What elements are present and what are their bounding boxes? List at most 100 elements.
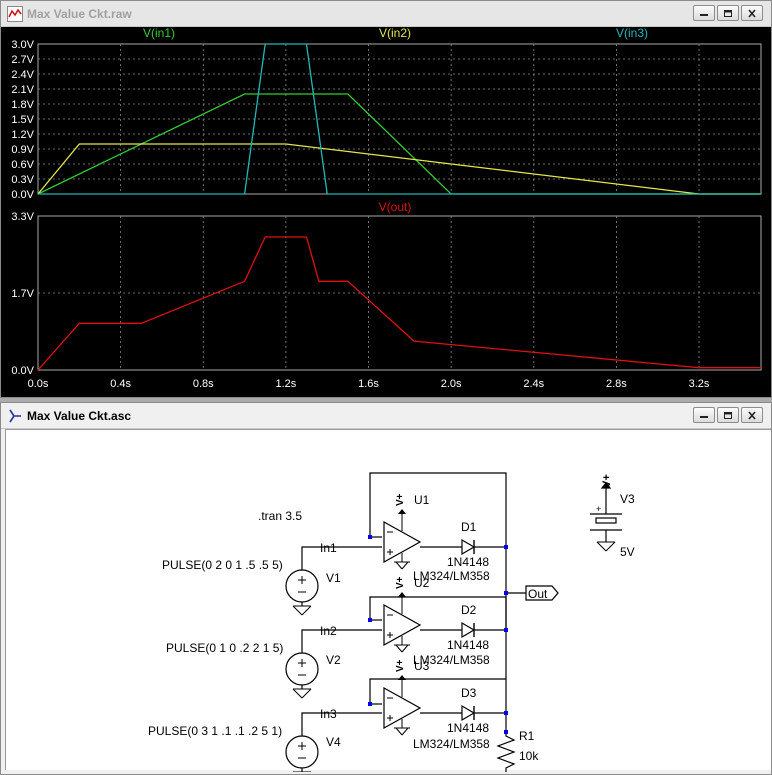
x-tick-label: 0.4s [110,378,131,390]
v2-ref: V2 [326,653,341,667]
bottom-plot-pane[interactable]: 3.3V 1.7V 0.0V0.0s 0.4s 0.8s 1.2s 1.6s 2.0s 2.4s… [11,211,762,390]
x-tick-label: 1.6s [358,378,379,390]
v3-ref: V3 [620,492,635,506]
y-tick-label: 1.2V [11,129,34,141]
u1-ref: U1 [414,493,430,507]
u2-supply-label: V+ [395,576,406,589]
minimize-icon [700,416,708,418]
trace-label-in3[interactable]: V(in3) [616,27,648,40]
ground-v2 [292,688,312,699]
vsource-v4[interactable] [285,735,319,769]
series-line-vin3 [38,43,761,195]
u2-ref: U2 [414,576,430,590]
waveform-plot-area[interactable]: V(in1) V(in2) V(in3) V(out) 3.0V 2.7V 2.4V… [1,27,771,397]
opamp-u2[interactable] [383,591,421,653]
wires [301,472,607,772]
svg-text:+: + [596,504,601,514]
y-tick-label: 3.0V [11,39,34,51]
net-in3: In3 [320,707,337,721]
y-tick-label: 1.7V [11,288,34,300]
y-tick-label: 2.1V [11,84,34,96]
net-in1: In1 [320,541,337,555]
y-tick-label: 0.6V [11,159,34,171]
minimize-icon [700,14,708,16]
series-line-vout [37,236,761,371]
vsource-v2[interactable] [285,652,319,686]
schematic-window-title: Max Value Ckt.asc [27,409,132,423]
y-tick-label: 3.3V [11,211,34,223]
schematic-titlebar[interactable]: Max Value Ckt.asc [1,403,771,429]
close-button[interactable] [741,407,763,423]
ground-v3 [596,541,616,552]
x-tick-label: 0.8s [193,378,214,390]
restore-icon [724,411,732,419]
top-plot-pane[interactable]: 3.0V2.7V2.4V2.1V1.8V1.5V1.2V0.9V0.6V0.3V… [11,39,762,201]
minimize-button[interactable] [693,407,715,423]
u3-ref: U3 [414,659,430,673]
diode-d1[interactable] [461,539,475,555]
x-tick-label: 2.0s [441,378,462,390]
v3-supply-label: V+ [601,474,613,488]
diode-d2[interactable] [461,622,475,638]
y-tick-label: 1.5V [11,114,34,126]
opamp-u1[interactable] [383,508,421,570]
v4-value: PULSE(0 3 1 .1 .1 .2 5 1) [148,724,282,738]
close-icon [748,8,756,18]
y-tick-label: 0.9V [11,144,34,156]
output-port-shape[interactable] [525,585,559,601]
waveform-window-title: Max Value Ckt.raw [27,7,132,21]
ground-v1 [292,605,312,616]
v1-ref: V1 [326,571,341,585]
y-tick-label: 0.3V [11,174,34,186]
d3-model: 1N4148 [447,721,489,735]
schematic-drawing[interactable]: .tran 3.5 [6,430,772,772]
v3-value: 5V [620,545,635,559]
v2-value: PULSE(0 1 0 .2 2 1 5) [166,641,283,655]
v4-ref: V4 [326,735,341,749]
u2-model: LM324/LM358 [413,653,490,667]
x-tick-label: 1.2s [275,378,296,390]
u1-model: LM324/LM358 [413,569,490,583]
diode-d3[interactable] [461,705,475,721]
output-port-label[interactable]: Out [528,587,548,601]
restore-icon [724,9,732,17]
y-tick-label: 2.4V [11,69,34,81]
opamp-u3[interactable] [383,674,421,736]
y-tick-label: 0.0V [11,365,34,377]
d1-ref: D1 [461,520,477,534]
close-button[interactable] [741,5,763,21]
trace-label-out[interactable]: V(out) [379,200,412,214]
waveform-plots[interactable]: V(in1) V(in2) V(in3) V(out) 3.0V 2.7V 2.4V… [1,27,771,397]
waveform-titlebar[interactable]: Max Value Ckt.raw [1,1,771,27]
component-labels: U1 LM324/LM358 U2 LM324/LM358 U3 LM324/L… [148,492,635,763]
y-tick-label: 0.0V [11,189,34,201]
d2-ref: D2 [461,603,477,617]
x-tick-label: 2.4s [523,378,544,390]
schematic-window[interactable]: Max Value Ckt.asc [0,402,772,775]
trace-label-in2[interactable]: V(in2) [379,27,411,40]
r1-ref: R1 [519,729,535,743]
restore-button[interactable] [717,407,739,423]
u3-supply-label: V+ [395,659,406,672]
waveform-app-icon [7,6,23,22]
y-tick-label: 2.7V [11,54,34,66]
r1-value: 10k [519,749,539,763]
d2-model: 1N4148 [447,638,489,652]
x-tick-label: 0.0s [28,378,49,390]
net-in2: In2 [320,624,337,638]
d3-ref: D3 [461,686,477,700]
close-icon [748,410,756,420]
d1-model: 1N4148 [447,555,489,569]
u1-supply-label: V+ [395,493,406,506]
waveform-window[interactable]: Max Value Ckt.raw V(in1) V(in2) V(in3) V… [0,0,772,398]
restore-button[interactable] [717,5,739,21]
vsource-v3[interactable]: + [590,482,622,531]
x-tick-label: 2.8s [606,378,627,390]
v1-value: PULSE(0 2 0 1 .5 .5 5) [162,558,283,572]
u3-model: LM324/LM358 [413,737,490,751]
minimize-button[interactable] [693,5,715,21]
schematic-canvas[interactable]: .tran 3.5 [5,429,772,772]
trace-label-in1[interactable]: V(in1) [143,27,175,40]
tran-directive[interactable]: .tran 3.5 [258,509,302,523]
vsource-v1[interactable] [285,569,319,603]
